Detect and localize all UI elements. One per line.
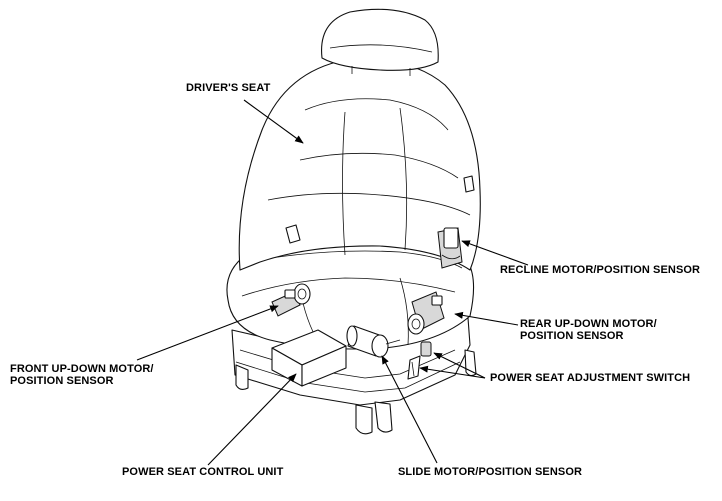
adjustment-switch xyxy=(407,341,432,380)
label-power-seat-control-unit: POWER SEAT CONTROL UNIT xyxy=(122,466,284,478)
label-slide-motor: SLIDE MOTOR/POSITION SENSOR xyxy=(398,466,583,478)
label-rear-updown-line1: REAR UP-DOWN MOTOR/ xyxy=(520,318,657,330)
label-front-updown-line2: POSITION SENSOR xyxy=(10,375,114,387)
rear-updown-motor xyxy=(407,291,445,335)
leader-rear-updown xyxy=(454,311,519,326)
leader-slide xyxy=(381,355,438,464)
leader-drivers-seat xyxy=(243,99,304,144)
recline-motor xyxy=(437,227,463,269)
leader-switch-a xyxy=(433,352,486,379)
label-power-seat-switch: POWER SEAT ADJUSTMENT SWITCH xyxy=(490,372,691,384)
label-rear-updown-motor: REAR UP-DOWN MOTOR/ POSITION SENSOR xyxy=(520,318,657,342)
label-rear-updown-line2: POSITION SENSOR xyxy=(520,330,624,342)
label-front-updown-line1: FRONT UP-DOWN MOTOR/ xyxy=(10,363,154,375)
leader-front-updown xyxy=(136,305,279,361)
seat-backrest xyxy=(238,58,481,271)
slide-motor xyxy=(346,325,401,358)
front-updown-motor xyxy=(271,283,311,317)
label-drivers-seat: DRIVER'S SEAT xyxy=(186,82,271,94)
leader-lines xyxy=(136,99,529,466)
leader-switch-b xyxy=(419,365,486,379)
headrest xyxy=(321,8,439,76)
leader-recline xyxy=(461,240,529,266)
leader-control-unit xyxy=(207,373,297,466)
label-front-updown-motor: FRONT UP-DOWN MOTOR/ POSITION SENSOR xyxy=(10,363,154,387)
label-recline-motor: RECLINE MOTOR/POSITION SENSOR xyxy=(500,264,701,276)
control-unit-box xyxy=(271,329,347,387)
